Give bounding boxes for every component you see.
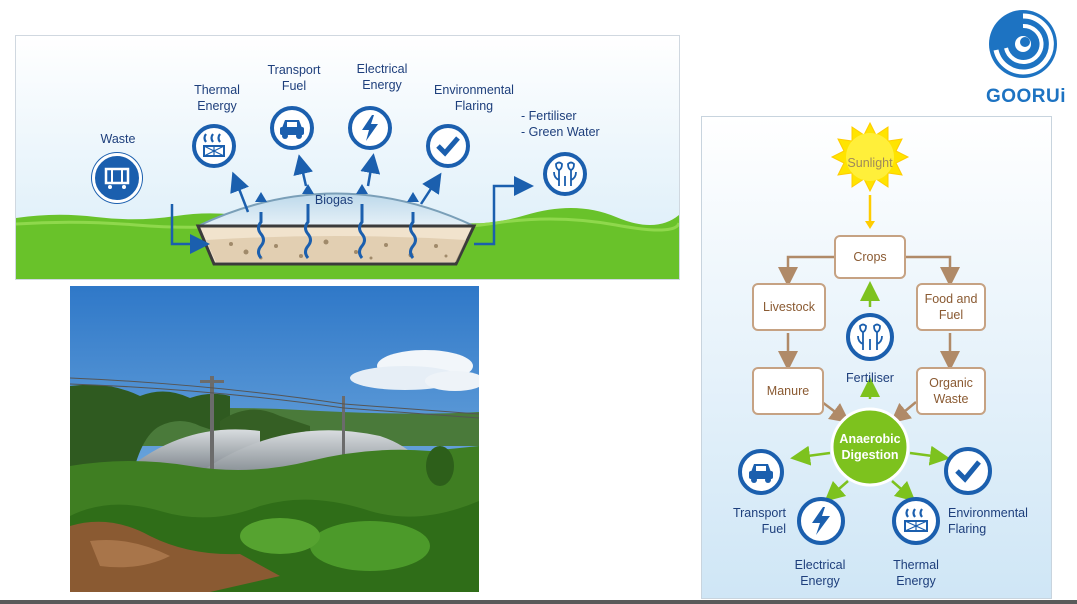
biogas-process-diagram: Waste Thermal Energy Transport Fuel Elec… [15, 35, 680, 280]
organic-waste-box: Organic Waste [916, 367, 986, 415]
checkmark-icon [426, 124, 470, 168]
fertiliser-label: Fertiliser [846, 371, 894, 385]
electrical-energy-label: Electrical Energy [356, 62, 408, 92]
lightning-icon [348, 106, 392, 150]
anaerobic-digestion-cycle-diagram: Sunlight Crops Livestock Food and Fuel M… [701, 116, 1052, 599]
goorui-logo: GOORUi [976, 2, 1076, 110]
biogas-plant-photo [70, 286, 479, 592]
fertiliser-green-water-label: - Fertiliser - Green Water [521, 109, 600, 139]
anaerobic-digestion-label: Anaerobic Digestion [839, 432, 901, 462]
crops-box: Crops [834, 235, 906, 279]
thermal-energy-label: Thermal Energy [194, 83, 240, 113]
checkmark-icon [944, 447, 992, 495]
livestock-box: Livestock [752, 283, 826, 331]
goorui-logo-text: GOORUi [985, 86, 1067, 107]
waste-bin-icon [92, 153, 142, 203]
sunlight-label: Sunlight [847, 156, 893, 170]
manure-box: Manure [752, 367, 824, 415]
car-icon [738, 449, 784, 495]
transport-fuel-label: Transport Fuel [267, 63, 321, 93]
thermal-heat-icon [892, 497, 940, 545]
transport-fuel-label: Transport Fuel [732, 506, 786, 536]
electrical-energy-label: Electrical Energy [794, 558, 846, 588]
tulip-flowers-icon [846, 313, 894, 361]
bottom-border [0, 600, 1077, 604]
goorui-logo-swirl-icon [989, 10, 1057, 78]
biogas-label: Biogas [314, 193, 354, 207]
environmental-flaring-label: Environmental Flaring [948, 506, 1028, 536]
thermal-energy-label: Thermal Energy [893, 558, 939, 588]
lightning-icon [797, 497, 845, 545]
environmental-flaring-label: Environmental Flaring [434, 83, 514, 113]
thermal-heat-icon [192, 124, 236, 168]
waste-label: Waste [100, 132, 136, 146]
car-icon [270, 106, 314, 150]
food-fuel-box: Food and Fuel [916, 283, 986, 331]
tulip-flowers-icon [543, 152, 587, 196]
